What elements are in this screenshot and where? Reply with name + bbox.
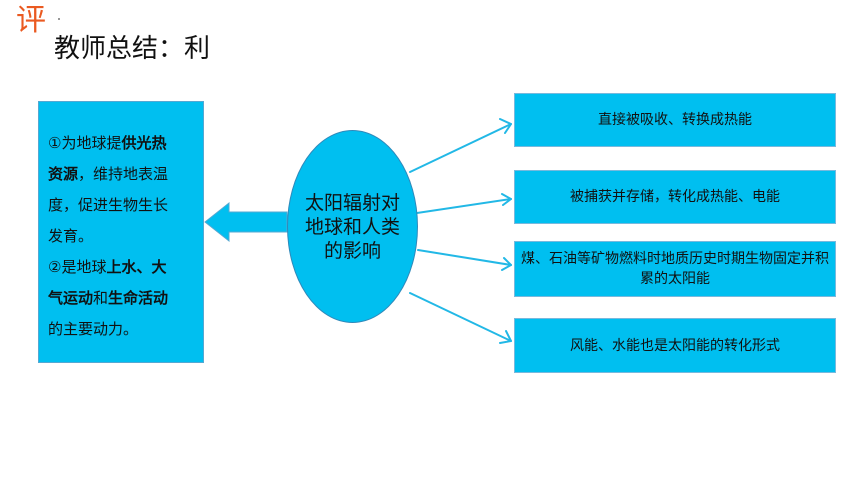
summary-emphasis: 资源 <box>48 165 79 183</box>
effect-label: 直接被吸收、转换成热能 <box>598 112 752 128</box>
summary-emphasis: 上水、大 <box>106 258 167 276</box>
arrowhead-3 <box>501 257 512 271</box>
summary-text: ①为地球提 <box>48 134 122 152</box>
decorative-dot <box>58 18 60 20</box>
evaluation-label: 评 <box>16 3 46 38</box>
effect-box-1: 直接被吸收、转换成热能 <box>514 93 836 147</box>
effect-box-4: 风能、水能也是太阳能的转化形式 <box>514 318 836 373</box>
arrow-to-box-2 <box>416 198 512 214</box>
summary-line: 度，促进生物生长 <box>48 196 169 214</box>
effect-box-2: 被捕获并存储，转化成热能、电能 <box>514 170 836 224</box>
summary-line: 资源，维持地表温 <box>48 159 195 190</box>
arrowhead-2 <box>501 193 512 206</box>
arrowhead-4 <box>499 330 512 344</box>
summary-line: 气运动和生命活动 <box>48 283 195 314</box>
summary-text: ，维持地表温 <box>78 165 169 183</box>
summary-emphasis: 气运动 <box>48 289 94 307</box>
arrow-to-box-4 <box>409 292 512 342</box>
effect-label: 被捕获并存储，转化成热能、电能 <box>570 189 780 205</box>
arrow-to-box-3 <box>417 249 512 266</box>
left-block-arrow <box>204 201 288 243</box>
central-topic-label: 太阳辐射对地球和人类的影响 <box>304 191 400 262</box>
summary-line: ①为地球提供光热 <box>48 128 195 159</box>
central-topic-ellipse: 太阳辐射对地球和人类的影响 <box>287 130 418 323</box>
arrow-to-box-1 <box>409 123 512 173</box>
effect-label: 风能、水能也是太阳能的转化形式 <box>570 337 780 354</box>
summary-text: ②是地球 <box>48 258 107 276</box>
summary-emphasis: 生命活动 <box>108 289 169 307</box>
summary-line: 发育。 <box>48 227 94 245</box>
summary-line: ②是地球上水、大 <box>48 252 195 283</box>
effect-box-3: 煤、石油等矿物燃料时地质历史时期生物固定并积累的太阳能 <box>514 241 836 297</box>
summary-line: 的主要动力。 <box>48 320 139 338</box>
benefit-summary-box: ①为地球提供光热 资源，维持地表温 度，促进生物生长 发育。 ②是地球上水、大 … <box>38 101 204 363</box>
summary-emphasis: 供光热 <box>121 134 167 152</box>
effect-label: 煤、石油等矿物燃料时地质历史时期生物固定并积累的太阳能 <box>521 251 829 287</box>
summary-text: 和 <box>93 289 109 307</box>
page-title: 教师总结：利 <box>54 34 211 64</box>
arrowhead-1 <box>499 118 512 134</box>
